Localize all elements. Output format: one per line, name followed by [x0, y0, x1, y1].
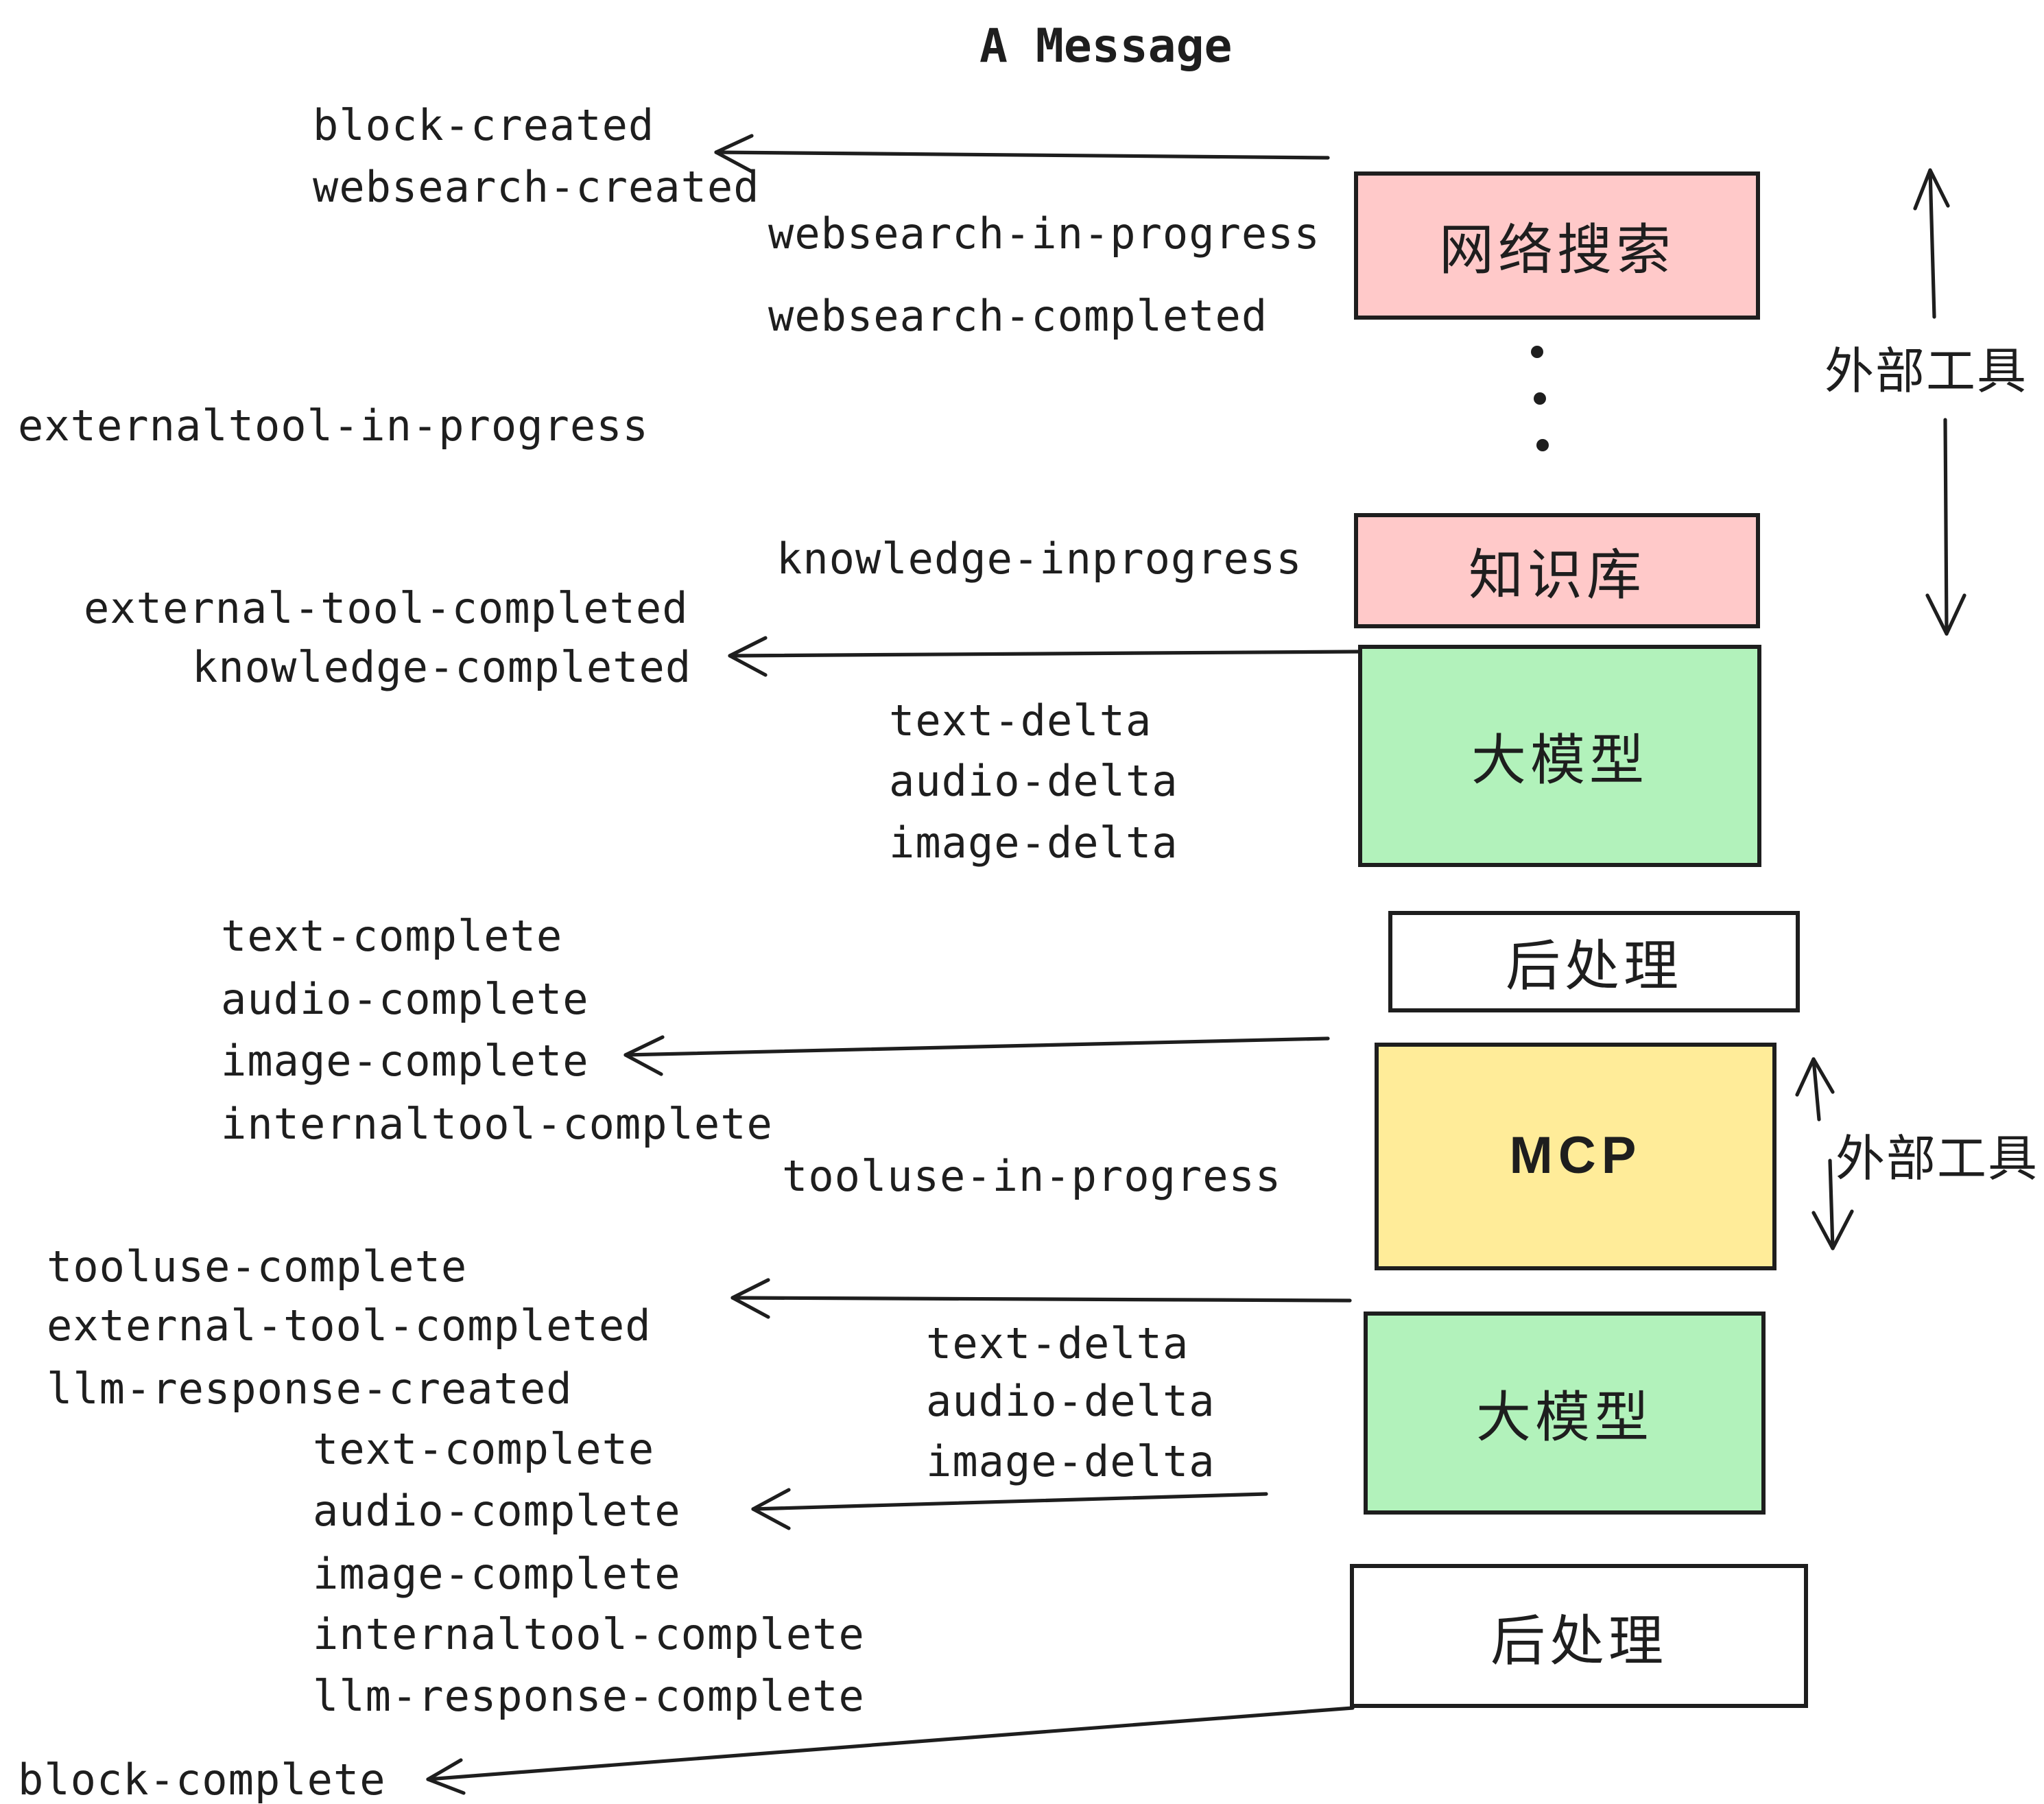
event-text-delta: text-delta: [889, 697, 1152, 746]
event-text-delta-2: text-delta: [926, 1320, 1189, 1369]
event-block-complete: block-complete: [18, 1756, 386, 1804]
event-image-delta-2: image-delta: [926, 1438, 1215, 1487]
event-websearch-in-progress: websearch-in-progress: [768, 210, 1320, 259]
arrow-knowledge-completed: [728, 636, 1360, 677]
event-tooluse-in-progress: tooluse-in-progress: [782, 1152, 1282, 1202]
postprocess-box-bottom: 后处理: [1350, 1564, 1808, 1708]
event-image-delta: image-delta: [889, 819, 1178, 868]
postprocess-box-top: 后处理: [1388, 911, 1800, 1012]
postprocess-box-top-label: 后处理: [1506, 936, 1683, 999]
event-knowledge-inprogress: knowledge-inprogress: [776, 535, 1303, 584]
external-tools-label-top: 外部工具: [1825, 344, 2028, 401]
knowledge-box: 知识库: [1354, 513, 1760, 628]
event-text-complete: text-complete: [221, 912, 563, 962]
event-image-complete: image-complete: [221, 1037, 589, 1087]
page-title: A Message: [979, 19, 1233, 74]
event-knowledge-completed: knowledge-completed: [192, 643, 692, 693]
external-tools-label-bottom: 外部工具: [1835, 1132, 2039, 1188]
event-audio-complete: audio-complete: [221, 975, 589, 1025]
llm-box-bottom: 大模型: [1364, 1312, 1766, 1515]
event-websearch-created: websearch-created: [313, 163, 760, 213]
mcp-box: MCP: [1375, 1043, 1776, 1270]
websearch-box-label: 网络搜索: [1439, 219, 1675, 283]
event-internaltool-complete: internaltool-complete: [221, 1100, 773, 1150]
ellipsis-dot: [1534, 392, 1546, 405]
event-internaltool-complete-2: internaltool-complete: [313, 1611, 865, 1660]
event-audio-delta-2: audio-delta: [926, 1377, 1215, 1427]
event-text-complete-2: text-complete: [313, 1425, 655, 1475]
event-llm-response-created: llm-response-created: [47, 1365, 573, 1414]
llm-box-top: 大模型: [1358, 645, 1761, 867]
event-websearch-completed: websearch-completed: [768, 292, 1268, 342]
websearch-box: 网络搜索: [1354, 171, 1760, 320]
arrow-internal-complete: [623, 1035, 1330, 1076]
event-tooluse-complete: tooluse-complete: [47, 1243, 468, 1292]
event-externaltool-in-progress: externaltool-in-progress: [18, 402, 649, 451]
llm-box-bottom-label: 大模型: [1476, 1387, 1653, 1450]
llm-box-top-label: 大模型: [1471, 730, 1648, 793]
knowledge-box-label: 知识库: [1469, 545, 1645, 608]
ellipsis-dot: [1531, 346, 1543, 358]
ellipsis-dot: [1536, 439, 1549, 451]
event-audio-complete-2: audio-complete: [313, 1487, 681, 1536]
event-llm-response-complete: llm-response-complete: [313, 1672, 865, 1722]
arrow-block-created: [714, 134, 1330, 174]
arrow-audio-complete: [751, 1488, 1268, 1530]
arrow-tooluse-complete: [730, 1278, 1352, 1319]
event-external-tool-completed: external-tool-completed: [84, 584, 689, 634]
postprocess-box-bottom-label: 后处理: [1490, 1610, 1667, 1673]
event-image-complete-2: image-complete: [313, 1550, 681, 1600]
event-audio-delta: audio-delta: [889, 757, 1178, 807]
event-external-tool-completed-2: external-tool-completed: [47, 1302, 652, 1351]
event-block-created: block-created: [313, 102, 655, 151]
mcp-box-label: MCP: [1509, 1127, 1642, 1185]
